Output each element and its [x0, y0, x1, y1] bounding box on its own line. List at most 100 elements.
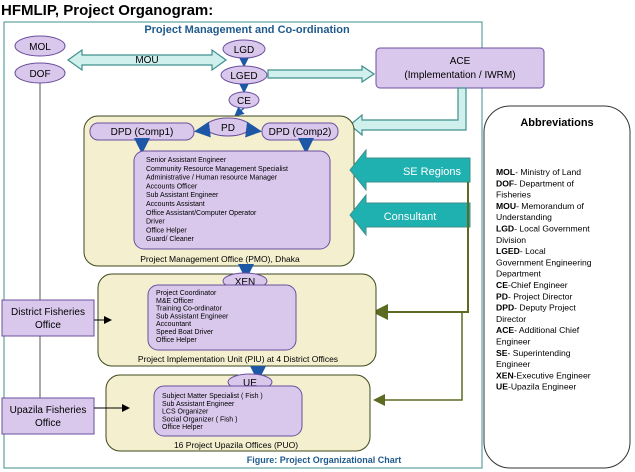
puo-caption: 16 Project Upazila Offices (PUO) [174, 440, 298, 450]
abbreviation-term: DPD [496, 303, 514, 313]
se-regions-arrow [349, 148, 471, 192]
dpd2-label: DPD (Comp2) [269, 127, 332, 138]
abbreviations-panel [483, 105, 631, 469]
abbreviation-definition: Engineer [496, 337, 531, 347]
abbreviation-line: Understanding [496, 212, 552, 222]
abbreviation-line: DPD- Deputy Project [496, 303, 576, 313]
pmo-staff-item: Guard/ Cleaner [146, 236, 195, 243]
piu-staff-box [147, 284, 297, 351]
abbreviation-line: Engineer [496, 359, 531, 369]
abbreviation-definition: - Deputy Project [514, 303, 576, 313]
abbreviation-definition: Division [496, 235, 526, 245]
abbreviation-definition: Director [496, 314, 526, 324]
piu-staff-item: Sub Assistant Engineer [156, 313, 229, 320]
abbreviation-line: ACE- Additional Chief [496, 325, 580, 335]
abbreviation-definition: Department [496, 269, 542, 279]
abbreviation-term: SE [496, 348, 508, 358]
abbreviation-line: XEN-Executive Engineer [496, 370, 591, 380]
ue-label: UE [243, 378, 257, 389]
puo-staff-item: Office Helper [162, 424, 203, 431]
abbreviation-term: DOF [496, 178, 514, 188]
abbreviation-definition: -Chief Engineer [508, 280, 568, 290]
piu-staff-item: Training Co-ordinator [156, 306, 223, 313]
ace-label: ACE [450, 56, 471, 67]
pmo-staff-item: Accounts Assistant [146, 201, 205, 208]
abbreviations-heading: Abbreviations [520, 117, 593, 129]
abbreviation-definition: Fisheries [496, 190, 531, 200]
abbreviation-definition: - Superintending [507, 348, 570, 358]
puo-staff-item: Subject Matter Specialist ( Fish ) [162, 393, 263, 400]
se-piu-connector [372, 182, 469, 320]
pmo-staff-item: Accounts Officer [146, 183, 198, 190]
abbreviation-line: Engineer [496, 337, 531, 347]
abbreviation-line: Government Engineering [496, 257, 592, 267]
abbreviation-line: Division [496, 235, 526, 245]
upazila-fisheries-office-node [1, 397, 95, 435]
ce-pd-arrow [234, 106, 245, 117]
abbreviation-line: Director [496, 314, 526, 324]
abbreviation-term: XEN [496, 370, 514, 380]
abbreviation-definition: - Memorandum of [516, 201, 584, 211]
figure-caption: Figure: Project Organizational Chart [247, 455, 402, 465]
ace-pmo-arrow [349, 87, 467, 137]
mou-arrow [66, 48, 228, 72]
xen-label: XEN [235, 277, 256, 288]
abbreviation-line: LGED- Local [496, 246, 546, 256]
chart-frame [3, 21, 483, 469]
lged-label: LGED [230, 71, 257, 82]
pmo-staff-item: Administrative / Human resource Manager [146, 175, 278, 182]
abbreviation-term: ACE [496, 325, 514, 335]
puo-staff-item: LCS Organizer [162, 409, 209, 416]
abbreviation-line: PD- Project Director [496, 291, 573, 301]
piu-staff-item: Speed Boat Driver [156, 329, 214, 336]
ce-label: CE [237, 96, 251, 107]
abbreviation-line: DOF- Department of [496, 178, 574, 188]
mol-node [14, 35, 66, 57]
ace-node [375, 47, 545, 89]
abbreviation-definition: - Local [520, 246, 546, 256]
abbreviation-term: CE [496, 280, 508, 290]
abbreviation-term: LGED [496, 246, 520, 256]
lgd-label: LGD [234, 45, 255, 56]
district-label-line2: Office [35, 320, 61, 331]
abbreviation-definition: -Executive Engineer [514, 370, 591, 380]
abbreviation-line: CE-Chief Engineer [496, 280, 568, 290]
consultant-label: Consultant [384, 211, 437, 223]
abbreviation-line: MOL- Ministry of Land [496, 167, 581, 177]
pd-dpd2-arrow [245, 121, 262, 138]
abbreviation-line: Department [496, 269, 542, 279]
mou-label: MOU [135, 55, 158, 66]
page-title: HFMLIP, Project Organogram: [1, 2, 213, 19]
pmo-staff-item: Driver [146, 219, 165, 226]
piu-staff-item: Office Helper [156, 337, 197, 344]
abbreviation-term: MOL [496, 167, 515, 177]
abbreviation-line: SE- Superintending [496, 348, 571, 358]
abbreviation-term: MOU [496, 201, 516, 211]
se-regions-label: SE Regions [403, 166, 462, 178]
district-label-line1: District Fisheries [11, 307, 85, 318]
abbreviation-definition: - Local Government [514, 224, 590, 234]
piu-staff-item: M&E Officer [156, 298, 194, 305]
consultant-arrow [349, 193, 471, 237]
abbreviation-line: UE-Upazila Engineer [496, 382, 576, 392]
dpd1-label: DPD (Comp1) [111, 127, 174, 138]
upazila-label-line1: Upazila Fisheries [10, 405, 87, 416]
mol-label: MOL [29, 42, 51, 53]
abbreviation-definition: - Project Director [508, 291, 573, 301]
upazila-label-line2: Office [35, 418, 61, 429]
abbreviation-term: UE [496, 382, 508, 392]
pd-dpd1-arrow [194, 121, 211, 138]
pd-label: PD [221, 123, 235, 134]
puo-staff-box [153, 385, 303, 437]
header-label: Project Management and Co-ordination [144, 24, 350, 36]
pmo-staff-item: Office Assistant/Computer Operator [146, 210, 257, 217]
district-fisheries-office-node [1, 299, 95, 337]
pmo-staff-item: Senior Assistant Engineer [146, 157, 227, 164]
abbreviation-line: LGD- Local Government [496, 224, 590, 234]
piu-staff-item: Accountant [156, 321, 191, 328]
abbreviation-definition: Government Engineering [496, 257, 592, 267]
